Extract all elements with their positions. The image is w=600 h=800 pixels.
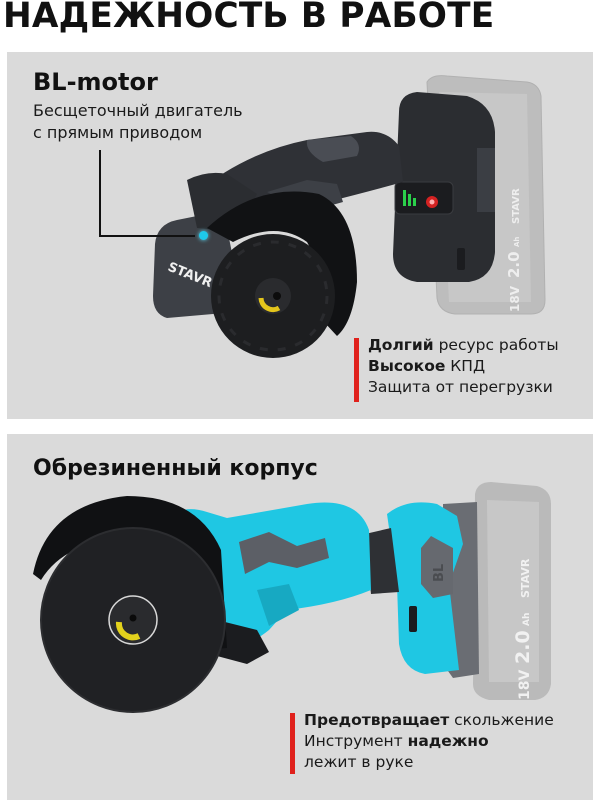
motor-indicator-dot [199,231,208,240]
svg-text:STAVR: STAVR [519,558,532,598]
callout-line-vertical [99,150,101,236]
feature-line: Долгий ресурс работы [368,336,559,354]
angle-grinder-dark-image: 2.0 Ah STAVR 18V STAVR [153,75,546,358]
svg-text:BL: BL [432,564,447,582]
svg-text:18V: 18V [517,670,533,700]
rubber-body-panel: Обрезиненный корпус 2.0 Ah STAVR 18V BL [7,434,593,800]
svg-text:Ah: Ah [522,613,532,626]
subtitle-line: с прямым приводом [33,123,203,142]
feature-line: Высокое КПД [368,357,486,375]
feature-line: Инструмент надежно [304,732,489,750]
page-title: НАДЕЖНОСТЬ В РАБОТЕ [3,0,495,36]
callout-line-horizontal [99,235,195,237]
svg-text:Ah: Ah [513,237,521,247]
svg-text:2.0: 2.0 [505,251,523,278]
angle-grinder-blue-image: 2.0 Ah STAVR 18V BL [33,482,551,713]
accent-bar [290,713,295,774]
bl-motor-panel: BL-motor Бесщеточный двигатель с прямым … [7,52,593,419]
feature-line: Предотвращает скольжение [304,711,554,729]
svg-text:2.0: 2.0 [512,630,534,664]
rubber-body-heading: Обрезиненный корпус [33,456,318,481]
svg-text:STAVR: STAVR [511,188,522,224]
feature-line: Защита от перегрузки [368,378,553,396]
bl-motor-heading: BL-motor [33,68,158,96]
subtitle-line: Бесщеточный двигатель [33,101,243,120]
bl-motor-subtitle: Бесщеточный двигатель с прямым приводом [33,100,243,144]
battery-pack: 2.0 Ah STAVR 18V [473,482,551,700]
accent-bar [354,338,359,402]
svg-text:18V: 18V [508,285,522,312]
feature-line: лежит в руке [304,753,414,771]
